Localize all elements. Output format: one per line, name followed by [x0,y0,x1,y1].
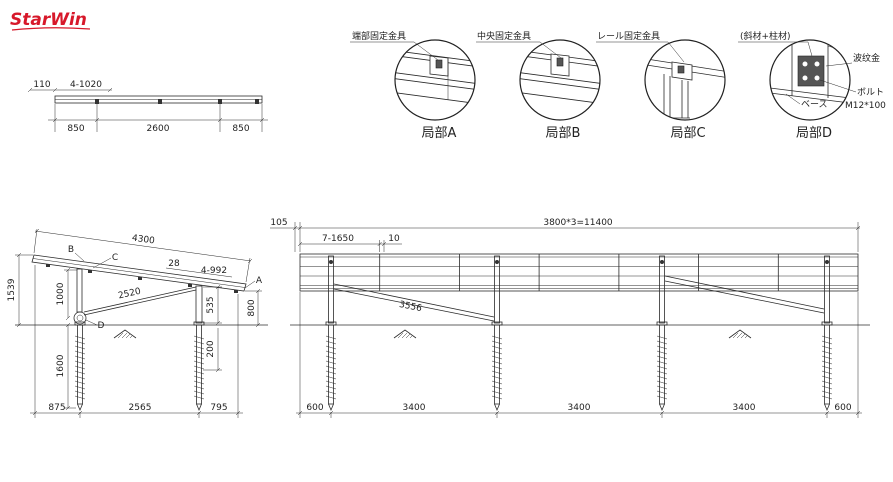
dim-right: 850 [232,124,249,134]
marker-c: C [112,253,118,263]
dim-total-length: 3800*3=11400 [543,218,613,228]
rail-clamp [255,99,259,104]
screw-pile-4 [821,321,833,411]
detail-b-circle [519,39,601,121]
detail-c-label: レール固定金具 [597,30,660,42]
dim-brace-length: 3556 [398,300,423,314]
dim-end-offset: 105 [270,218,287,228]
post-4 [824,255,830,324]
detail-c-caption: 局部C [670,126,705,141]
dim-bottom-1: 875 [48,403,65,413]
top-view: 110 4-1020 850 2600 850 [27,80,268,134]
side-view: 4300 B C 28 4-992 A D 2520 1539 1000 160… [7,228,268,418]
diagonal-brace [83,286,197,316]
rail-section [234,290,238,293]
logo-swoosh [11,27,91,31]
dim-rear-pile-depth: 200 [206,340,216,357]
screw-pile-3 [656,321,668,411]
rail-section [88,270,92,273]
dim-front-pile-depth: 1600 [56,354,66,377]
note-base: ベース [801,100,828,110]
dim-bottom-1: 600 [306,403,323,413]
rear-post [195,285,203,324]
detail-d-circle [769,39,851,121]
dim-gap: 10 [388,234,400,244]
dim-bottom-5: 600 [834,403,851,413]
rail-clamp [218,99,222,104]
detail-b: 中央固定金具 局部B [476,30,601,141]
dim-brace-length: 2520 [117,287,142,302]
dim-total-height: 1539 [7,278,17,301]
screw-pile-1 [325,321,337,411]
post-2 [494,255,500,324]
detail-a: 端部固定金具 局部A [350,30,476,141]
note-bolt-size: M12*100 [845,101,886,111]
detail-c: レール固定金具 局部C [596,30,726,141]
dim-panel-spacing: 7-1650 [322,234,354,244]
screw-pile-2 [491,321,503,411]
detail-b-caption: 局部B [546,126,581,141]
ground-hatch [113,329,137,339]
detail-d: (斜材+柱材) 波纹金 ボルト ベース M12*100 局部D [738,30,886,141]
marker-a: A [256,276,263,286]
panel-dividers [379,254,779,291]
front-post [76,268,83,313]
note-bolt: ボルト [857,87,884,98]
dim-bottom-3: 3400 [568,403,591,413]
detail-d-label: (斜材+柱材) [740,30,791,42]
panel-array [299,253,859,292]
dim-panel-length: 4300 [131,233,155,246]
ground-hatch [728,329,752,339]
logo-text: StarWin [10,10,87,30]
dim-rail-spacing: 4-1020 [70,80,102,90]
rail-section [138,277,142,280]
marker-d: D [98,321,105,331]
detail-a-caption: 局部A [422,126,457,141]
dim-rail-spacing: 4-992 [201,266,227,276]
dim-left: 850 [67,124,84,134]
dim-bottom-2: 3400 [403,403,426,413]
dim-bottom-2: 2565 [129,403,152,413]
dim-bottom-4: 3400 [733,403,756,413]
detail-a-circle [394,39,476,121]
detail-b-label: 中央固定金具 [477,30,531,42]
detail-c-circle [644,39,726,121]
dim-center: 2600 [147,124,170,134]
note-corrugated: 波纹金 [853,52,880,64]
dim-rear-height: 800 [247,299,257,316]
post-3 [659,255,665,324]
rail-section [46,264,50,267]
post-1 [328,255,334,324]
solar-panel [31,254,247,292]
dim-110: 110 [33,80,50,90]
rail-clamp [95,99,99,104]
logo: StarWin [10,10,91,31]
rail-clamp [158,99,162,104]
brace-left [333,283,495,322]
rail-section [188,284,192,287]
pile-head-d [73,311,87,325]
dim-rear-post-height: 535 [206,296,216,313]
detail-a-label: 端部固定金具 [352,30,406,42]
marker-b: B [68,245,74,255]
dim-front-post-height: 1000 [56,282,66,305]
front-screw-pile [74,321,86,411]
rear-screw-pile [193,321,205,411]
dim-bottom-3: 795 [210,403,227,413]
brace-right [664,275,825,314]
detail-d-caption: 局部D [796,126,832,141]
dim-28: 28 [168,259,180,269]
ground-hatch [393,329,417,339]
front-view: 105 3800*3=11400 7-1650 10 3556 6 [270,218,870,418]
